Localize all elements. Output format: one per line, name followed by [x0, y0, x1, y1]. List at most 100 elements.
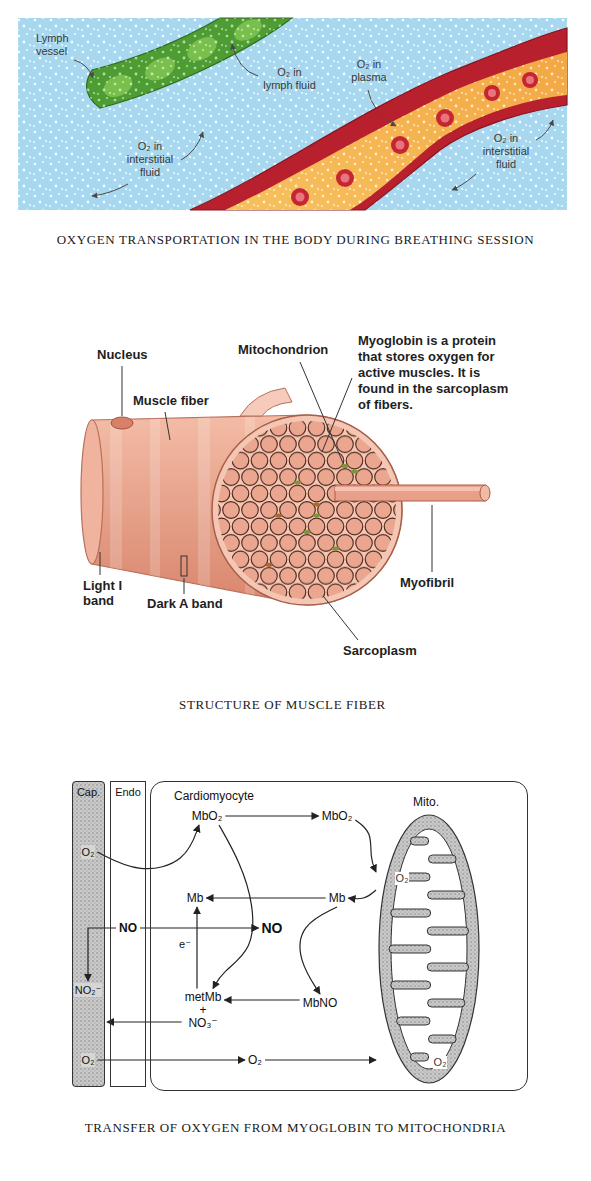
leader-arrow — [74, 60, 93, 78]
reaction-arrow — [348, 890, 376, 899]
part-label: Muscle fiber — [133, 393, 209, 408]
node-label: NO — [118, 921, 138, 935]
sarcolemma-flap — [240, 388, 292, 416]
part-label: Dark A band — [147, 596, 223, 611]
outer-membrane — [379, 815, 479, 1083]
node-label: Mito. — [413, 795, 480, 809]
reaction-arrow — [107, 1021, 182, 1022]
leader-arrow — [368, 90, 396, 126]
plasma-oxygen — [225, 52, 567, 210]
leader-line — [324, 597, 358, 640]
reaction-arrow — [206, 897, 325, 898]
leader-line — [184, 578, 185, 594]
node-label: Endo — [111, 786, 145, 798]
mitochondrion-dot — [342, 464, 349, 468]
nucleus — [111, 417, 133, 429]
mitochondrion-shape: Mito. — [378, 789, 480, 1085]
species-label: NO — [261, 920, 284, 936]
crista — [397, 1017, 430, 1025]
crista — [391, 909, 431, 917]
species-label: MbNO — [302, 996, 339, 1010]
note-text: Myoglobin is a protein that stores oxyge… — [358, 333, 518, 413]
blood-vessel — [190, 28, 567, 210]
red-blood-cell-center — [526, 76, 534, 84]
part-label: Mitochondrion — [238, 342, 328, 357]
species-label: MbO₂ — [321, 809, 354, 823]
fiber-end — [81, 420, 103, 564]
crista — [410, 1053, 428, 1061]
species-label: MbO₂ — [191, 809, 224, 823]
red-blood-cell-center — [441, 114, 450, 123]
mitochondrion-dot — [304, 530, 311, 534]
capillary-column: Cap.O₂NO₂⁻O₂ — [72, 781, 105, 1087]
red-blood-cell-center — [488, 89, 496, 97]
node-label: O₂ — [247, 1053, 263, 1067]
crista — [428, 999, 465, 1007]
crista — [391, 981, 431, 989]
mitochondrion-dot — [275, 514, 282, 518]
part-label: Nucleus — [97, 347, 148, 362]
leader-line — [122, 366, 123, 416]
species-label: NO — [118, 921, 138, 935]
reaction-arrow — [213, 825, 253, 989]
crista — [428, 891, 465, 899]
part-label: Lymph vessel — [36, 32, 84, 58]
node-label: MbO₂ — [321, 809, 354, 823]
node-label: O₂ — [81, 1053, 96, 1067]
red-blood-cell — [391, 136, 409, 154]
reaction-arrow — [97, 1059, 245, 1060]
mitochondria — [266, 464, 359, 567]
crista — [389, 945, 431, 953]
part-label: Light I band — [83, 578, 133, 608]
lymph-vessel — [87, 18, 292, 108]
reaction-arrow — [97, 825, 199, 869]
reaction-arrow — [300, 907, 337, 994]
fiber-cross-section — [212, 415, 402, 605]
oxygen-dots — [18, 18, 567, 210]
lymph-oxygen — [87, 18, 292, 108]
reaction-arrow — [355, 820, 376, 872]
species-label: Mb — [186, 891, 205, 905]
node-label: Mb — [328, 891, 347, 905]
mitochondrion-dot — [266, 563, 273, 567]
leader-arrow — [181, 132, 203, 160]
cardiomyocyte-box: CardiomyocyteMito.MbO₂MbO₂MbMbNOmetMb + … — [150, 781, 528, 1091]
light-band — [198, 405, 210, 615]
node-label: metMb + NO₃⁻ — [184, 991, 223, 1030]
node-label: MbO₂ — [191, 809, 224, 823]
node-label: NO — [261, 920, 284, 936]
leader-line — [432, 505, 433, 572]
reaction-arrow — [265, 1059, 376, 1060]
node-label: Cardiomyocyte — [174, 789, 527, 803]
part-label: O₂ in plasma — [348, 58, 390, 84]
mitochondrion-outline — [378, 813, 480, 1085]
edge-label: e⁻ — [178, 938, 192, 951]
node-label: MbNO — [302, 996, 339, 1010]
node-label: Cap. — [73, 786, 104, 798]
figure-caption: OXYGEN TRANSPORTATION IN THE BODY DURING… — [0, 232, 591, 248]
plasma — [225, 52, 567, 210]
species-label: O₂ — [81, 845, 96, 859]
reaction-arrow — [225, 815, 318, 816]
leader-arrow — [232, 44, 258, 76]
myofibril-end — [480, 485, 490, 501]
mitochondrion-dot — [313, 514, 320, 518]
endothelium-column: EndoNO — [110, 781, 146, 1087]
leader-arrow — [452, 174, 476, 190]
myofibril-rod — [335, 485, 485, 501]
leader-line — [100, 552, 101, 575]
crista — [428, 1035, 456, 1043]
red-blood-cell — [336, 169, 354, 187]
myofibril-highlight — [335, 487, 485, 491]
species-label: O₂ — [81, 1053, 96, 1067]
reaction-arrow — [196, 907, 197, 989]
part-label: Sarcoplasm — [343, 643, 417, 658]
leader-arrow — [536, 120, 553, 140]
band-bracket — [181, 556, 187, 576]
interstitial-fluid — [18, 18, 567, 210]
part-label: O₂ in interstitial fluid — [476, 132, 536, 171]
mitochondrion-dot — [294, 481, 301, 485]
mitochondrion-dot — [351, 470, 358, 474]
red-blood-cell — [436, 109, 454, 127]
